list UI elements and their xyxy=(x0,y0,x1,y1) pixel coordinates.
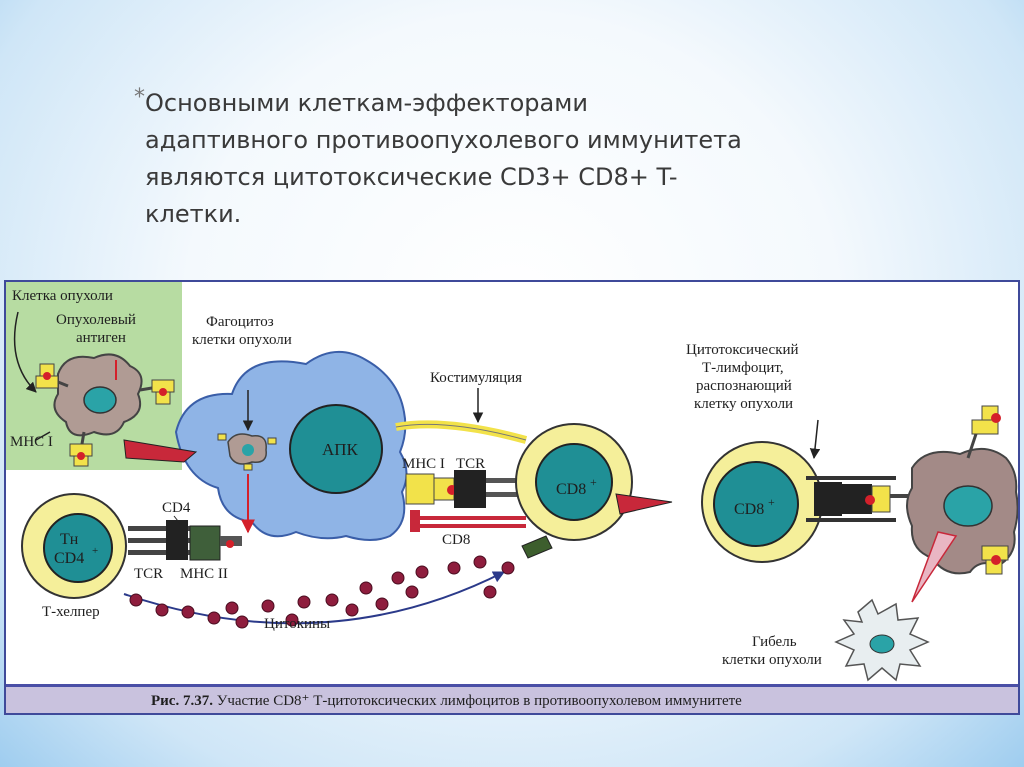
bullet-asterisk: * xyxy=(134,85,145,110)
cd4-pointer xyxy=(173,515,183,527)
mhc1-pointer xyxy=(35,431,51,441)
slide-text-line: клетки. xyxy=(145,200,242,228)
label-cd8-plus-1: + xyxy=(590,475,597,489)
mhc1-molecule-icon xyxy=(966,405,1001,459)
label-t-helper: Т-хелпер xyxy=(42,604,100,620)
slide-text-line: Основными клеткам-эффекторами xyxy=(145,89,588,117)
label-th-plus: + xyxy=(92,545,98,557)
label-cytokines: Цитокины xyxy=(264,616,330,632)
cd8-t-cell-nucleus xyxy=(535,443,613,521)
label-death-2: клетки опухоли xyxy=(722,652,822,668)
label-tcr-left: TCR xyxy=(134,566,163,582)
costimulation-outline xyxy=(395,423,527,441)
slide-body-text: * Основными клеткам-эффекторами адаптивн… xyxy=(134,85,865,233)
label-cd8-cell-2: CD8 xyxy=(734,501,764,518)
label-mhc1-left: MHC I xyxy=(10,434,53,450)
label-tumor-antigen-1: Опухолевый xyxy=(56,312,136,328)
ctl-recognition-complex-icon xyxy=(806,476,912,522)
label-cd8-plus-2: + xyxy=(768,495,775,509)
th-nucleus xyxy=(43,513,113,583)
label-tumor-antigen-2: антиген xyxy=(76,330,126,346)
label-ctl-2: Т-лимфоцит, xyxy=(702,360,784,376)
caption-figure-number: Рис. 7.37. xyxy=(151,693,213,709)
uptake-arrow xyxy=(123,439,198,463)
label-cd8-receptor: CD8 xyxy=(442,532,470,548)
label-apc: АПК xyxy=(322,440,359,459)
label-th-2: CD4 xyxy=(54,550,84,567)
slide-text-line: адаптивного противоопухолевого иммунитет… xyxy=(145,126,742,154)
mhc1-molecule-icon xyxy=(139,379,175,405)
immunity-figure: Клетка опухоли Опухолевый антиген MHC I … xyxy=(4,280,1020,715)
cytokine-dots xyxy=(129,555,515,629)
label-ctl-3: распознающий xyxy=(696,378,792,394)
label-ctl-4: клетку опухоли xyxy=(694,396,793,412)
label-th-1: Тн xyxy=(60,531,79,548)
label-mhc2: MHC II xyxy=(180,566,228,582)
label-mhc1-mid: MHC I xyxy=(402,456,445,472)
tumor-cell-arrow xyxy=(13,311,37,393)
cd8-ctl-nucleus xyxy=(713,461,799,547)
label-cd8-cell-1: CD8 xyxy=(556,481,586,498)
label-ctl-1: Цитотоксический xyxy=(686,342,799,358)
label-costimulation: Костимуляция xyxy=(430,370,522,386)
tumor-cell-nucleus xyxy=(83,386,117,414)
label-tcr-mid: TCR xyxy=(456,456,485,472)
mhc1-tcr-complex-icon xyxy=(405,470,526,532)
activation-arrow xyxy=(615,493,673,515)
caption-text: Участие CD8⁺ Т-цитотоксических лимфоцито… xyxy=(212,693,742,709)
label-tumor-cell: Клетка опухоли xyxy=(12,288,113,304)
apc-nucleus xyxy=(289,404,383,494)
phagocytosed-tumor-icon xyxy=(217,433,277,471)
figure-caption: Рис. 7.37. Участие CD8⁺ Т-цитотоксически… xyxy=(6,684,1018,713)
mhc1-molecule-icon xyxy=(69,431,93,467)
target-tumor-nucleus xyxy=(943,485,993,527)
label-cd4: CD4 xyxy=(162,500,191,516)
dying-tumor-nucleus xyxy=(869,634,895,654)
label-phagocytosis-2: клетки опухоли xyxy=(192,332,292,348)
recognition-arrow xyxy=(809,419,821,460)
mhc1-molecule-icon xyxy=(981,545,1009,575)
cytokine-receptor-icon xyxy=(521,535,553,559)
label-death-1: Гибель xyxy=(752,634,797,650)
mhc1-molecule-icon xyxy=(35,363,69,389)
label-phagocytosis-1: Фагоцитоз xyxy=(206,314,274,330)
cytokine-curve-arrow xyxy=(123,571,506,625)
slide-text-line: являются цитотоксические CD3+ CD8+ T- xyxy=(145,163,678,191)
lysis-arrow xyxy=(911,531,958,603)
tcr-mhc2-complex-icon xyxy=(128,520,242,561)
diagram-svg: Клетка опухоли Опухолевый антиген MHC I … xyxy=(6,282,1018,682)
